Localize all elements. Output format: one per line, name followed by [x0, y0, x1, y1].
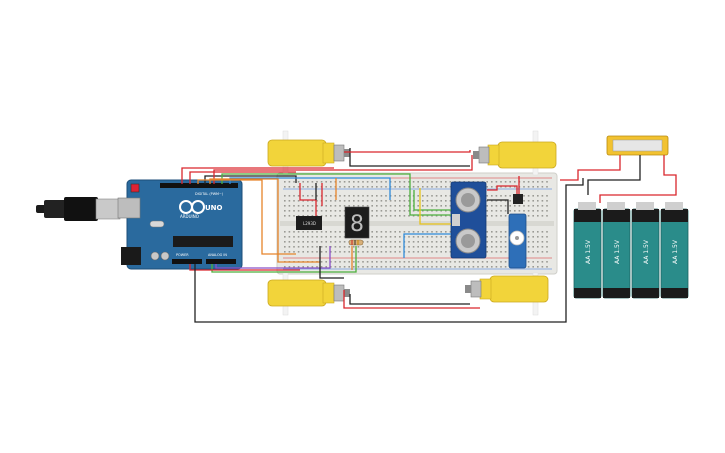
resistor[interactable] — [348, 239, 364, 246]
ic-label: L293D — [303, 221, 316, 226]
capacitor-icon — [150, 251, 160, 261]
seven-segment-digit: 8 — [350, 212, 364, 237]
power-header-label: POWER — [176, 253, 189, 257]
servo-motor[interactable] — [508, 213, 527, 269]
motor-bottom-left[interactable] — [267, 272, 350, 316]
ultrasonic-sensor[interactable] — [450, 181, 487, 259]
board-brand: UNO — [205, 204, 223, 212]
motor-top-left[interactable] — [267, 130, 350, 176]
board-subbrand: ARDUINO — [180, 214, 199, 219]
atmega-chip — [173, 236, 233, 247]
usb-port — [117, 197, 141, 219]
power-switch[interactable] — [606, 135, 669, 156]
power-header[interactable] — [172, 259, 202, 264]
motor-driver-ic[interactable]: L293D — [296, 216, 322, 230]
seven-segment-display[interactable]: 8 — [344, 206, 370, 239]
power-jack — [121, 247, 141, 265]
usb-cable[interactable] — [36, 197, 121, 221]
digital-header-label: DIGITAL (PWM~) — [195, 192, 224, 196]
arduino-uno-board[interactable]: UNO ARDUINO DIGITAL (PWM~) POWER ANALOG … — [117, 179, 243, 270]
capacitor-icon — [160, 251, 170, 261]
digital-header[interactable] — [160, 183, 238, 188]
battery-label: AA 1.5V — [643, 239, 650, 264]
crystal-icon — [149, 220, 165, 228]
analog-header[interactable] — [206, 259, 236, 264]
battery-label: AA 1.5V — [672, 239, 679, 264]
battery-label: AA 1.5V — [585, 239, 592, 264]
transistor[interactable] — [513, 194, 523, 204]
battery-pack[interactable]: AA 1.5V AA 1.5V AA 1.5V AA 1.5V — [573, 202, 689, 299]
analog-header-label: ANALOG IN — [208, 253, 227, 257]
reset-button[interactable] — [130, 183, 140, 193]
motor-top-right[interactable] — [473, 130, 557, 176]
motor-bottom-right[interactable] — [465, 272, 549, 316]
battery-label: AA 1.5V — [614, 239, 621, 264]
arduino-logo-icon — [179, 200, 205, 214]
wires[interactable] — [181, 148, 677, 323]
